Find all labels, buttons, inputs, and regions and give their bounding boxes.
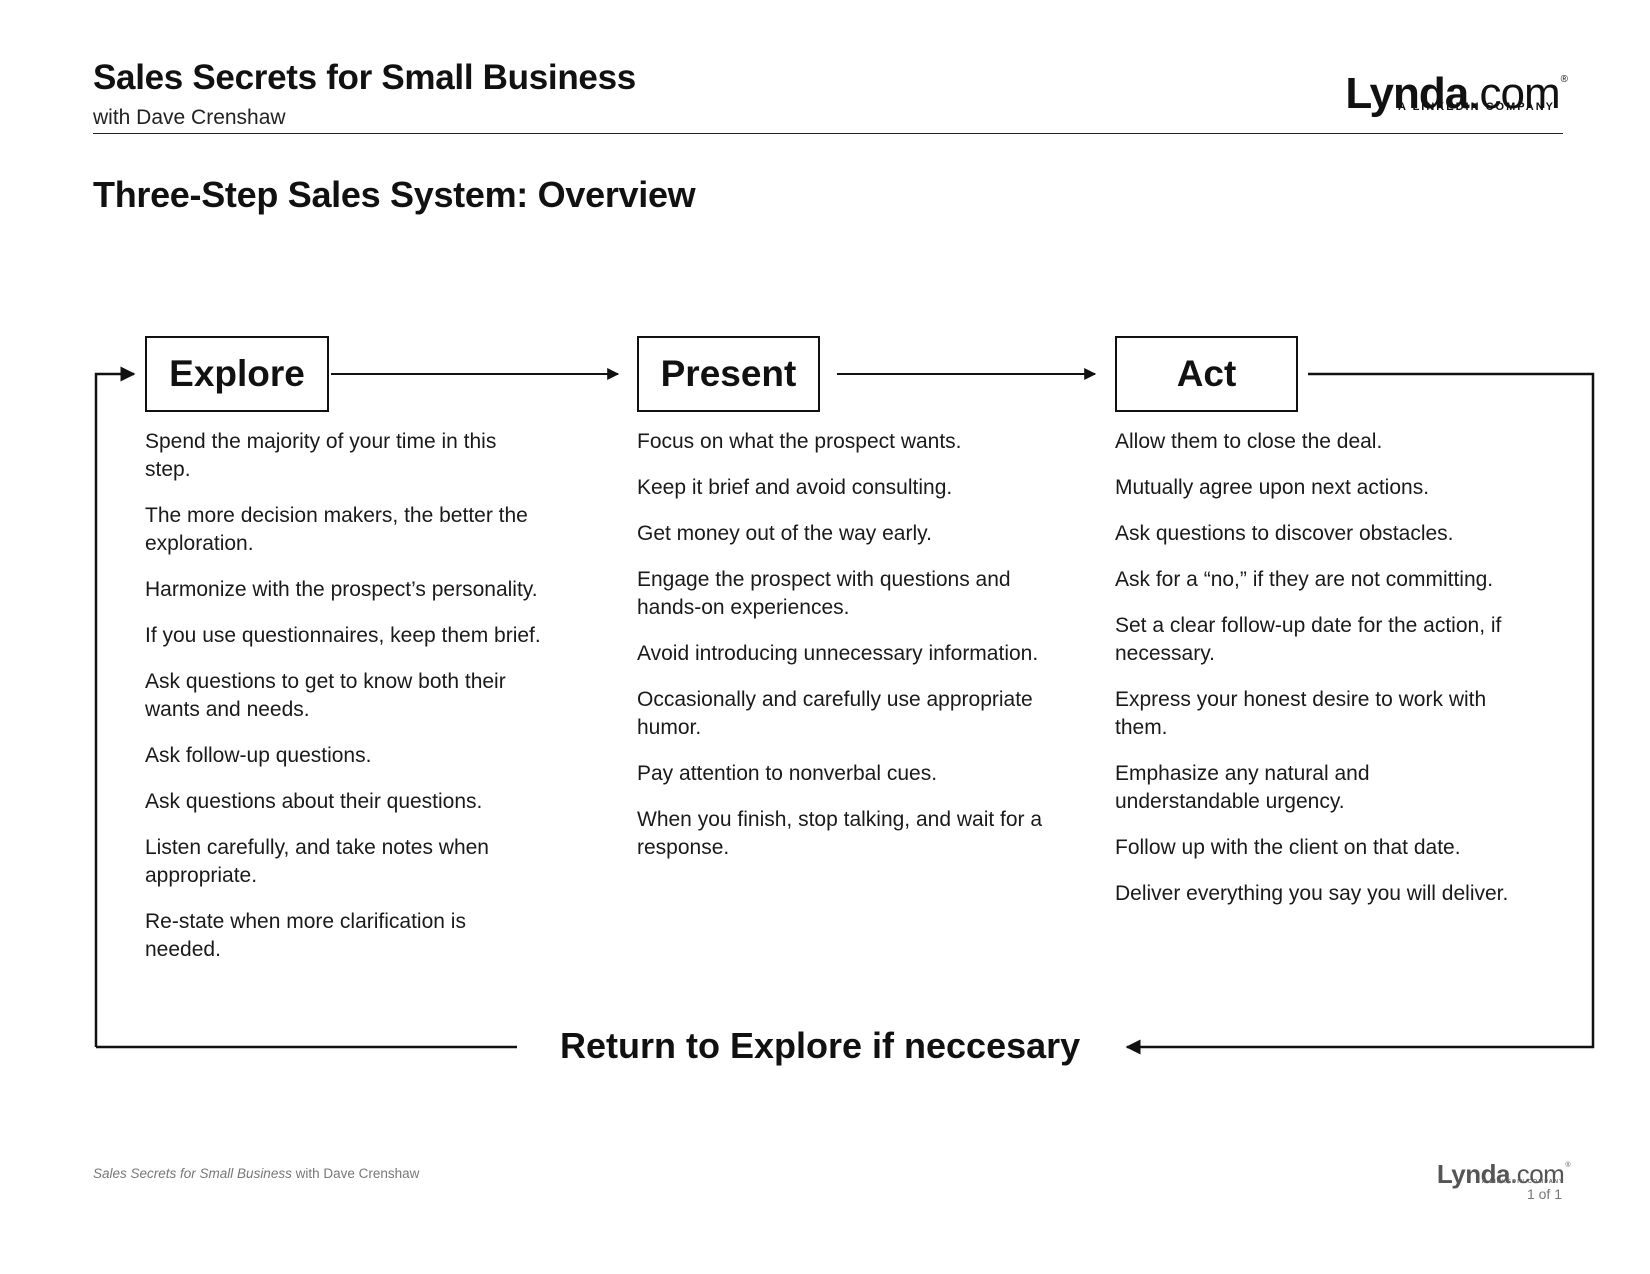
step-box-explore: Explore [145, 336, 329, 412]
list-item: Set a clear follow-up date for the actio… [1115, 614, 1502, 665]
list-item: Allow them to close the deal. [1115, 430, 1383, 453]
list-item: If you use questionnaires, keep them bri… [145, 624, 541, 647]
course-subtitle: with Dave Crenshaw [93, 106, 286, 129]
footer-logo-tagline: A LINKEDIN COMPANY [1481, 1179, 1564, 1185]
list-item: Engage the prospect with questions and h… [637, 568, 1011, 619]
list-item: Ask follow-up questions. [145, 744, 372, 767]
footer-logo-wordmark: Lynda.com® [1436, 1152, 1571, 1189]
footer-lynda-logo: Lynda.com® A LINKEDIN COMPANY [1400, 1152, 1571, 1202]
footer-logo-registered-mark: ® [1565, 1162, 1570, 1169]
footer-course-title: Sales Secrets for Small Business [93, 1166, 292, 1181]
list-item: Ask questions to get to know both their … [145, 670, 506, 721]
list-item: Listen carefully, and take notes when ap… [145, 836, 489, 887]
list-item: Follow up with the client on that date. [1115, 836, 1461, 859]
footer-author: with Dave Crenshaw [291, 1166, 420, 1181]
list-item: The more decision makers, the better the… [145, 504, 528, 555]
page-heading: Three-Step Sales System: Overview [93, 174, 696, 215]
list-item: Deliver everything you say you will deli… [1115, 882, 1509, 905]
step-box-act: Act [1115, 336, 1298, 412]
list-item: Mutually agree upon next actions. [1115, 476, 1430, 499]
list-item: When you finish, stop talking, and wait … [637, 808, 1043, 859]
list-item: Ask questions about their questions. [145, 790, 483, 813]
list-item: Focus on what the prospect wants. [637, 430, 962, 453]
list-item: Avoid introducing unnecessary informatio… [637, 642, 1039, 665]
list-item: Emphasize any natural and understandable… [1115, 762, 1370, 813]
footer-logo-word: Lynda [1436, 1159, 1511, 1189]
list-item: Spend the majority of your time in this … [145, 430, 497, 481]
explore-tips-list: Spend the majority of your time in this … [145, 428, 545, 982]
list-item: Occasionally and carefully use appropria… [637, 688, 1033, 739]
feedback-arrow-into-explore [94, 366, 136, 1047]
list-item: Ask for a “no,” if they are not committi… [1115, 568, 1494, 591]
step-box-present: Present [637, 336, 820, 412]
list-item: Ask questions to discover obstacles. [1115, 522, 1454, 545]
course-title: Sales Secrets for Small Business [93, 58, 636, 97]
page-number: 1 of 1 [1526, 1186, 1562, 1202]
list-item: Express your honest desire to work with … [1115, 688, 1487, 739]
logo-tagline: A LINKEDIN COMPANY [1398, 101, 1555, 113]
footer-course-credit: Sales Secrets for Small Business with Da… [93, 1166, 419, 1181]
list-item: Keep it brief and avoid consulting. [637, 476, 953, 499]
list-item: Get money out of the way early. [637, 522, 932, 545]
list-item: Harmonize with the prospect’s personalit… [145, 578, 538, 601]
lynda-logo: Lynda.com® A LINKEDIN COMPANY [1337, 56, 1568, 118]
logo-word: Lynda [1345, 69, 1469, 118]
logo-wordmark: Lynda.com® [1345, 56, 1568, 118]
return-to-explore-label: Return to Explore if neccesary [560, 1025, 1081, 1066]
act-tips-list: Allow them to close the deal. Mutually a… [1115, 428, 1515, 926]
return-arrow-from-act [1125, 372, 1595, 1055]
list-item: Pay attention to nonverbal cues. [637, 762, 938, 785]
list-item: Re-state when more clarification is need… [145, 910, 466, 961]
logo-suffix: .com [1468, 69, 1560, 118]
present-tips-list: Focus on what the prospect wants. Keep i… [637, 428, 1047, 880]
footer-logo-suffix: .com [1509, 1159, 1565, 1189]
header-divider [93, 133, 1563, 134]
logo-registered-mark: ® [1560, 74, 1568, 85]
